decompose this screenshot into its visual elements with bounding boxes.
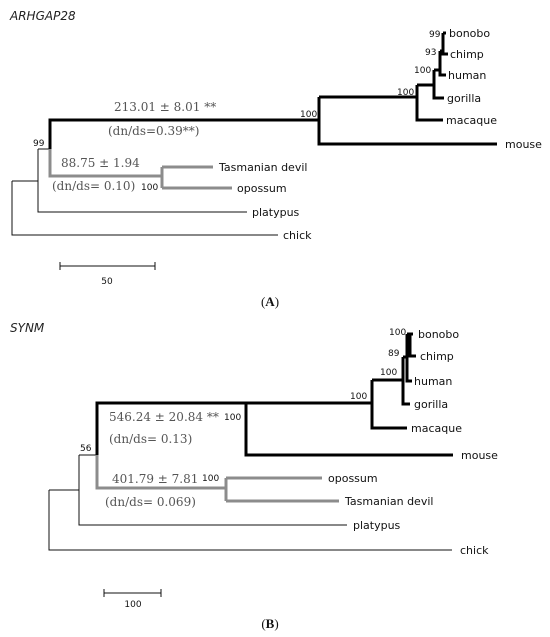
taxon-b-chimp: chimp xyxy=(420,350,454,363)
bootstrap-a-catarrhini: 100 xyxy=(397,88,414,98)
taxon-a-platypus: platypus xyxy=(252,206,300,219)
branch-a-chimp xyxy=(441,33,448,56)
branch-b-chick xyxy=(48,490,452,551)
thin-branches-b xyxy=(48,454,452,551)
bootstrap-a-hominidae: 100 xyxy=(414,66,431,76)
bootstrap-b-catarrhini: 100 xyxy=(350,392,367,402)
bootstrap-b-hominidae: 100 xyxy=(380,368,397,378)
branch-a-human xyxy=(438,51,446,77)
branch-b-human xyxy=(405,334,412,383)
gene-name-b: SYNM xyxy=(10,321,45,335)
bootstrap-b-marsupial: 100 xyxy=(202,474,219,484)
taxon-b-tasmanian-devil: Tasmanian devil xyxy=(344,495,433,508)
scale-label-b: 100 xyxy=(124,600,141,610)
taxon-b-gorilla: gorilla xyxy=(414,398,448,411)
branch-a-macaque xyxy=(415,85,443,122)
scale-label-a: 50 xyxy=(101,277,113,287)
dnds-a-marsupial: (dn/ds= 0.10) xyxy=(52,179,135,193)
branch-a-chick xyxy=(11,181,278,236)
stat-a-marsupial: 88.75 ± 1.94 xyxy=(61,156,140,170)
placental-branches-b xyxy=(95,332,453,457)
taxon-a-human: human xyxy=(448,69,486,82)
bootstrap-b-placental: 100 xyxy=(224,413,241,423)
dnds-b-primate: (dn/ds= 0.13) xyxy=(109,432,192,446)
branch-b-macaque xyxy=(370,380,407,430)
bootstrap-a-marsupial: 100 xyxy=(141,183,158,193)
bootstrap-a-placental: 100 xyxy=(300,110,317,120)
taxon-a-gorilla: gorilla xyxy=(447,92,481,105)
taxon-a-mouse: mouse xyxy=(505,138,542,151)
branch-b-chimp xyxy=(408,334,416,358)
bootstrap-b-theria: 56 xyxy=(80,444,92,454)
taxon-b-bonobo: bonobo xyxy=(418,328,459,341)
panel-b: SYNM bono xyxy=(10,321,498,631)
taxon-a-opossum: opossum xyxy=(237,182,287,195)
taxon-b-opossum: opossum xyxy=(328,472,378,485)
taxon-a-chick: chick xyxy=(283,229,312,242)
taxon-b-mouse: mouse xyxy=(461,449,498,462)
bootstrap-a-theria: 99 xyxy=(33,139,45,149)
panel-a: ARHGAP28 xyxy=(9,9,542,309)
taxon-a-tasmanian-devil: Tasmanian devil xyxy=(218,161,307,174)
taxon-b-human: human xyxy=(414,375,452,388)
marsupial-branches-b xyxy=(95,455,339,503)
thin-branches-a xyxy=(11,148,278,236)
branch-b-marsupial-stem xyxy=(95,455,226,490)
branch-a-gorilla xyxy=(432,70,444,100)
dnds-a-primate: (dn/ds=0.39**) xyxy=(108,124,199,138)
branch-a-marsupial-stem xyxy=(48,149,162,178)
stat-a-primate: 213.01 ± 8.01 ** xyxy=(114,100,216,114)
branch-a-placental-stem xyxy=(48,118,319,149)
placental-branches-a xyxy=(48,31,497,149)
bootstrap-b-pan: 100 xyxy=(389,328,406,338)
dnds-b-marsupial: (dn/ds= 0.069) xyxy=(105,495,196,509)
panel-label-a: (A) xyxy=(261,294,279,309)
scale-bar-b xyxy=(103,589,162,597)
gene-name-a: ARHGAP28 xyxy=(9,9,76,23)
branch-b-platypus xyxy=(78,455,347,526)
branch-a-mouse xyxy=(317,97,497,146)
stat-b-primate: 546.24 ± 20.84 ** xyxy=(109,410,219,424)
branch-b-placental-stem xyxy=(95,401,246,455)
stat-b-marsupial: 401.79 ± 7.81 xyxy=(112,472,198,486)
branch-a-platypus xyxy=(37,149,247,213)
bootstrap-b-homininae: 89 xyxy=(388,349,400,359)
taxon-b-platypus: platypus xyxy=(353,519,401,532)
branch-b-gorilla xyxy=(401,357,410,406)
taxon-a-macaque: macaque xyxy=(446,114,497,127)
taxon-a-chimp: chimp xyxy=(450,48,484,61)
taxon-b-chick: chick xyxy=(460,544,489,557)
bootstrap-a-pan: 99 xyxy=(429,30,441,40)
panel-label-b: (B) xyxy=(261,616,278,631)
marsupial-branches-a xyxy=(48,149,232,190)
taxon-b-macaque: macaque xyxy=(411,422,462,435)
scale-bar-a xyxy=(59,262,156,270)
bootstrap-a-homininae: 93 xyxy=(425,48,436,58)
taxon-a-bonobo: bonobo xyxy=(449,27,490,40)
branch-b-mouse xyxy=(244,403,453,457)
